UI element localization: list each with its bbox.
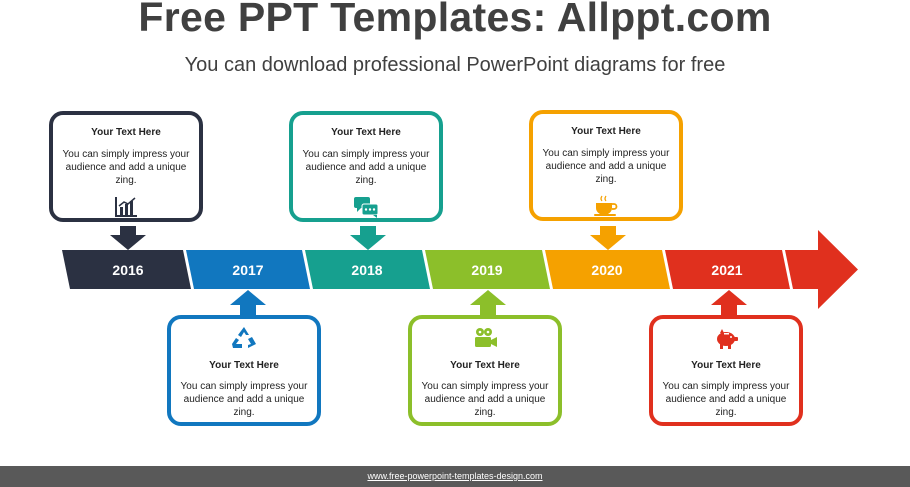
timeline-band: 2016 2017 2018 2019 2020 2021	[62, 230, 858, 309]
segment-2018	[305, 250, 430, 289]
card-body: You can simply impress your audience and…	[62, 149, 190, 186]
card-title: Your Text Here	[209, 360, 279, 371]
card-title: Your Text Here	[571, 126, 641, 137]
timeline-arrow-head	[785, 230, 858, 309]
segment-2017	[186, 250, 310, 289]
bar-chart-icon	[115, 197, 137, 217]
year-label-2019: 2019	[471, 262, 502, 278]
piggy-bank-icon	[717, 329, 738, 349]
connector-arrow-2016	[110, 226, 146, 250]
connector-arrow-2019	[470, 290, 506, 315]
connector-arrow-2018	[350, 226, 386, 250]
card-title: Your Text Here	[331, 127, 401, 138]
card-title: Your Text Here	[91, 127, 161, 138]
card-2016: Your Text Here You can simply impress yo…	[49, 111, 203, 222]
card-body: You can simply impress your audience and…	[421, 381, 549, 418]
card-2018: Your Text Here You can simply impress yo…	[289, 111, 443, 222]
page-subtitle: You can download professional PowerPoint…	[184, 54, 726, 76]
footer-bar: www.free-powerpoint-templates-design.com	[0, 466, 910, 487]
card-body: You can simply impress your audience and…	[542, 148, 670, 185]
segment-2019	[425, 250, 550, 289]
card-body: You can simply impress your audience and…	[180, 381, 308, 418]
year-label-2018: 2018	[351, 262, 382, 278]
chat-bubbles-icon	[354, 197, 379, 218]
year-label-2020: 2020	[591, 262, 622, 278]
connector-arrow-2017	[230, 290, 266, 315]
connector-arrow-2021	[711, 290, 747, 315]
year-label-2021: 2021	[711, 262, 742, 278]
year-label-2017: 2017	[232, 262, 263, 278]
film-camera-icon	[475, 328, 497, 347]
card-title: Your Text Here	[450, 360, 520, 371]
recycle-icon	[232, 327, 256, 348]
card-title: Your Text Here	[691, 360, 761, 371]
card-2019: Your Text Here You can simply impress yo…	[408, 315, 562, 426]
footer-link[interactable]: www.free-powerpoint-templates-design.com	[367, 471, 543, 481]
page-title: Free PPT Templates: Allppt.com	[138, 0, 772, 40]
card-body: You can simply impress your audience and…	[302, 149, 430, 186]
connector-arrow-2020	[590, 226, 626, 250]
connector-arrows	[110, 226, 747, 315]
segment-2020	[545, 250, 670, 289]
segment-2021	[665, 250, 790, 289]
coffee-cup-icon	[594, 195, 618, 216]
year-label-2016: 2016	[112, 262, 143, 278]
card-2017: Your Text Here You can simply impress yo…	[167, 315, 321, 426]
card-2020: Your Text Here You can simply impress yo…	[529, 110, 683, 221]
card-body: You can simply impress your audience and…	[662, 381, 790, 418]
card-2021: Your Text Here You can simply impress yo…	[649, 315, 803, 426]
segment-2016	[62, 250, 191, 289]
